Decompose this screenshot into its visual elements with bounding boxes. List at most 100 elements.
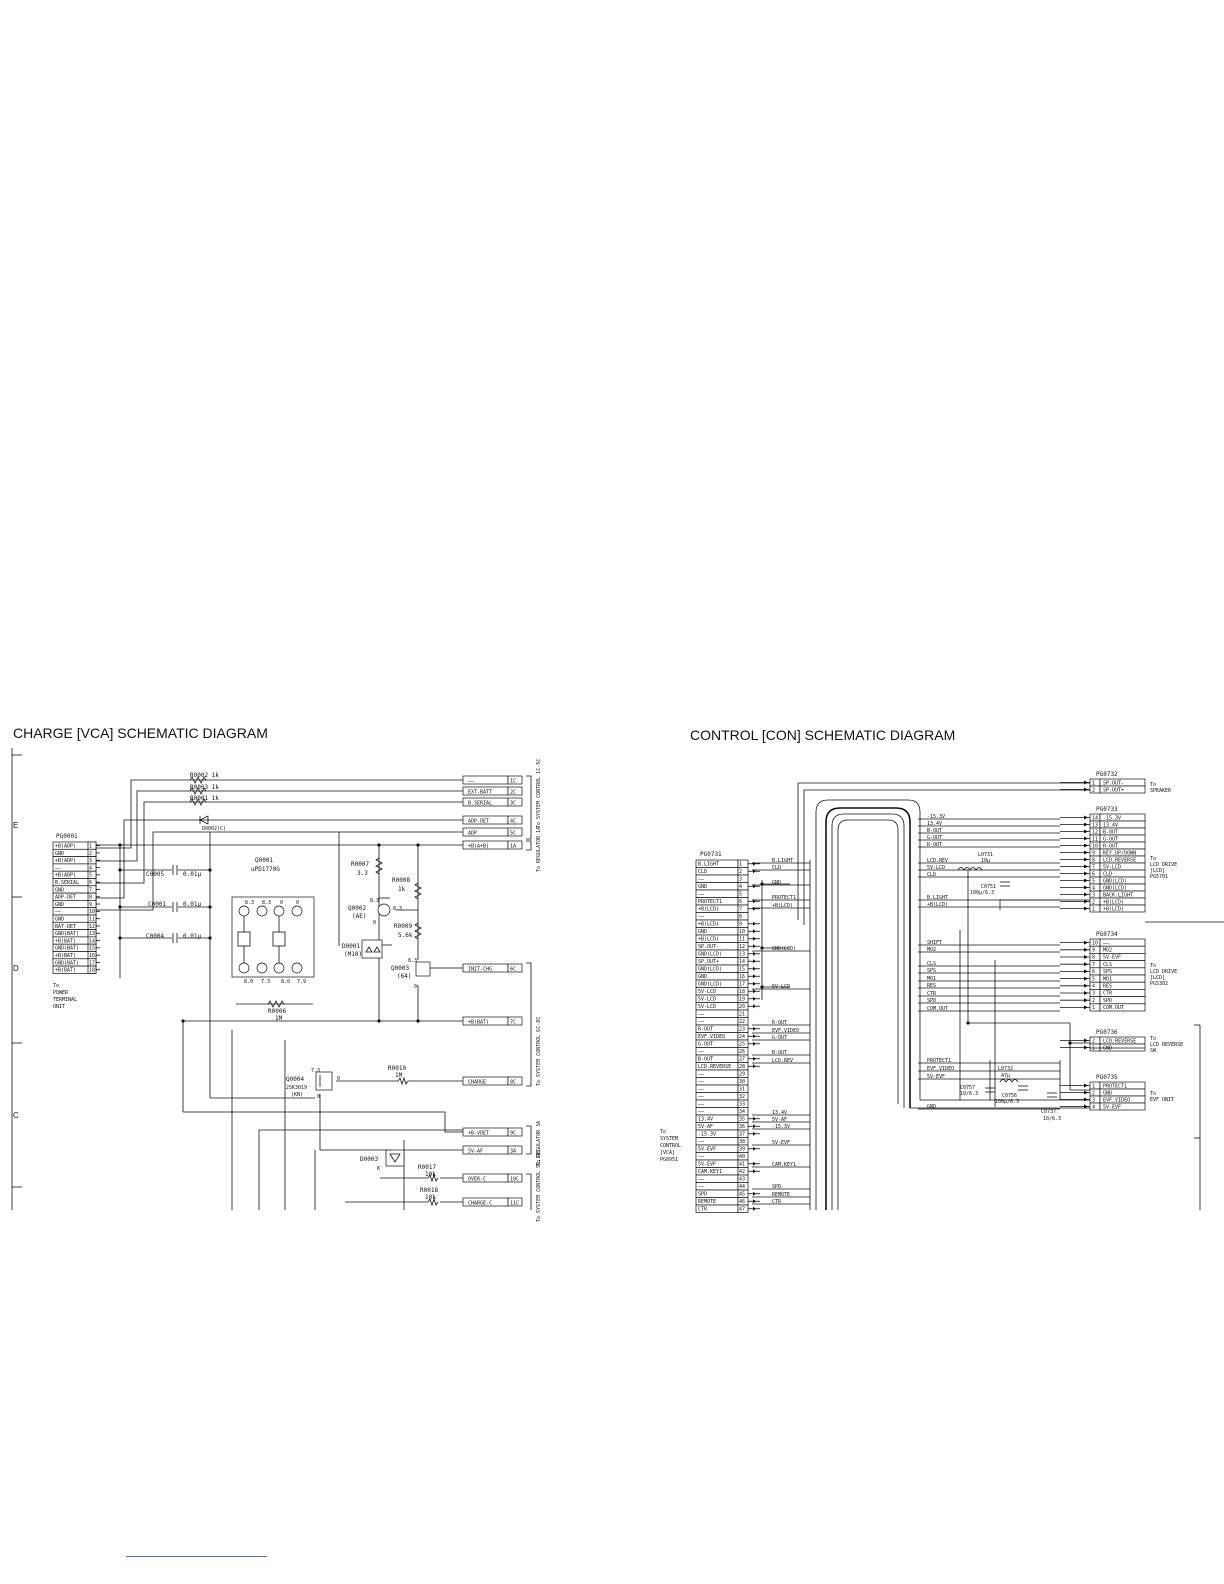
svg-text:10μ: 10μ bbox=[981, 858, 990, 864]
control-components: L0731 10μ C0751 100μ/6.3 L0732 47μ C0757… bbox=[957, 852, 1061, 1122]
svg-text:LCD REVERSE: LCD REVERSE bbox=[1150, 1042, 1183, 1048]
pg0731-pin-number: 34 bbox=[739, 1109, 745, 1115]
pg0731-pin-number: 29 bbox=[739, 1072, 745, 1078]
pg0731-pin-number: 26 bbox=[739, 1049, 745, 1055]
net-label-left: REMOTE bbox=[772, 1192, 790, 1198]
net-label-right: SPD bbox=[927, 998, 936, 1004]
svg-text:1M: 1M bbox=[275, 1015, 283, 1022]
svg-text:R0002 1k: R0002 1k bbox=[190, 772, 219, 779]
svg-text:Q0004: Q0004 bbox=[286, 1076, 304, 1083]
svg-text:Q0001: Q0001 bbox=[255, 857, 273, 864]
pg0734-pin-label: RES bbox=[1103, 984, 1112, 990]
pg0734-pin-number: 6 bbox=[1092, 969, 1095, 975]
pg0001-pin-label: —— bbox=[55, 909, 62, 915]
pg0731-pin-label: —— bbox=[698, 914, 705, 920]
r0008-resistor: R0008 1k bbox=[392, 877, 422, 900]
pg0731-pin-label: 5V-LCD bbox=[698, 1004, 716, 1010]
r0006-resistor: R0006 1M bbox=[267, 1000, 286, 1022]
svg-text:0: 0 bbox=[373, 920, 376, 926]
pg0731-pin-number: 31 bbox=[739, 1087, 745, 1093]
port-label: CHARGE-C bbox=[468, 1201, 492, 1207]
pg0001-pin-label: BAT-DET bbox=[55, 924, 76, 930]
pg0731-pin-number: 21 bbox=[739, 1012, 745, 1018]
pg0731-pin-label: —— bbox=[698, 1154, 705, 1160]
svg-text:10/6.3: 10/6.3 bbox=[1043, 1116, 1061, 1122]
charge-destinations: To SYSTEM CONTROL 1C-5C To REGULATOR 1A … bbox=[526, 759, 542, 1222]
net-label-left: PROTECT1 bbox=[772, 895, 796, 901]
pg0001-pin-11: GND 11 bbox=[52, 914, 100, 923]
pg0731-pin-30: ——30 bbox=[695, 1077, 749, 1086]
svg-text:(M10): (M10) bbox=[344, 951, 362, 958]
pg0731-pin-number: 10 bbox=[739, 929, 745, 935]
footer-link-underline[interactable] bbox=[126, 1556, 267, 1557]
pg0001-pin-label: —— bbox=[55, 865, 62, 871]
pg0001-pin-label: GND bbox=[55, 917, 64, 923]
pg0731-pin-label: —— bbox=[698, 1072, 705, 1078]
svg-text:0.01μ: 0.01μ bbox=[183, 901, 201, 908]
pg0736-name: PG0736 bbox=[1096, 1029, 1118, 1036]
net-label-left: G-OUT bbox=[772, 1035, 787, 1041]
pg0735-dest: To EVF UNIT bbox=[1150, 1091, 1174, 1103]
svg-text:0: 0 bbox=[317, 1094, 320, 1100]
pg0731-pin-40: ——40 bbox=[695, 1152, 749, 1161]
svg-text:C0737: C0737 bbox=[1041, 1109, 1056, 1115]
pg0731-pin-number: 41 bbox=[739, 1162, 745, 1168]
pg0733-pin-label: CLD bbox=[1103, 871, 1112, 877]
net-label-right: MO1 bbox=[927, 976, 936, 982]
svg-text:100μ/6.3: 100μ/6.3 bbox=[995, 1099, 1019, 1105]
pg0731-pin-3: ——3 bbox=[695, 874, 749, 883]
pg0733-pin-number: 8 bbox=[1092, 857, 1095, 863]
pg0731-pin-number: 37 bbox=[739, 1132, 745, 1138]
pg0731-pin-29: —— 29 bbox=[695, 1069, 749, 1078]
pg0731-pin-label: —— bbox=[698, 1177, 705, 1183]
pg0731-pin-14: SP.OUT+14 bbox=[695, 957, 760, 966]
pg0733-pin-label: +B(LCD) bbox=[1103, 899, 1124, 905]
pg0731-pin-label: LCD.REVERSE bbox=[698, 1064, 731, 1070]
pg0001-pin-label: GND bbox=[55, 887, 64, 893]
pg0732-name: PG0732 bbox=[1096, 771, 1118, 778]
pg0731-pin-17: GND(LCD)17 bbox=[695, 979, 760, 988]
d0003-diode: D0003 K bbox=[360, 1149, 405, 1172]
net-label-right: R-OUT bbox=[927, 842, 942, 848]
pg0001-pin-number: 11 bbox=[89, 917, 95, 923]
svg-text:K: K bbox=[377, 1166, 380, 1172]
pg0731-pin-13: GND(LCD)13 bbox=[695, 949, 760, 958]
pg0731-pin-label: -15.3V bbox=[698, 1132, 716, 1138]
svg-text:C0756: C0756 bbox=[1002, 1093, 1017, 1099]
pg0001-pin-number: 14 bbox=[89, 938, 95, 944]
pg0731-pin-number: 22 bbox=[739, 1019, 745, 1025]
pg0001-pin-number: 12 bbox=[89, 924, 95, 930]
pg0736-dest: To LCD REVERSE SW bbox=[1150, 1036, 1183, 1054]
svg-text:To: To bbox=[1150, 782, 1156, 788]
svg-text:SW: SW bbox=[1150, 1048, 1157, 1054]
pg0001-pin-15: GND(BAT)15 bbox=[52, 943, 100, 952]
svg-text:PG5701: PG5701 bbox=[1150, 874, 1168, 880]
pg0733-pin-label: 13.4V bbox=[1103, 822, 1118, 828]
svg-text:1k: 1k bbox=[398, 886, 406, 893]
pg0731-pin-number: 35 bbox=[739, 1117, 745, 1123]
pg0731-pin-number: 8 bbox=[739, 914, 742, 920]
svg-text:D0003: D0003 bbox=[360, 1156, 378, 1163]
port-label: B.SERIAL bbox=[468, 801, 492, 807]
pg0732-pin-number: 1 bbox=[1092, 780, 1095, 786]
svg-text:8.0: 8.0 bbox=[244, 979, 253, 985]
pg0731-pin-label: CAM.KEY1 bbox=[698, 1169, 722, 1175]
pg0001-pin-1: +B(ADP)1 bbox=[52, 841, 100, 850]
pg0736-pin-label: LCD.REVERSE bbox=[1103, 1038, 1136, 1044]
svg-text:10k: 10k bbox=[425, 1194, 436, 1201]
zone-label-e: E bbox=[13, 821, 18, 830]
pg0731-pin-7: +B(LCD)7 bbox=[695, 904, 760, 913]
